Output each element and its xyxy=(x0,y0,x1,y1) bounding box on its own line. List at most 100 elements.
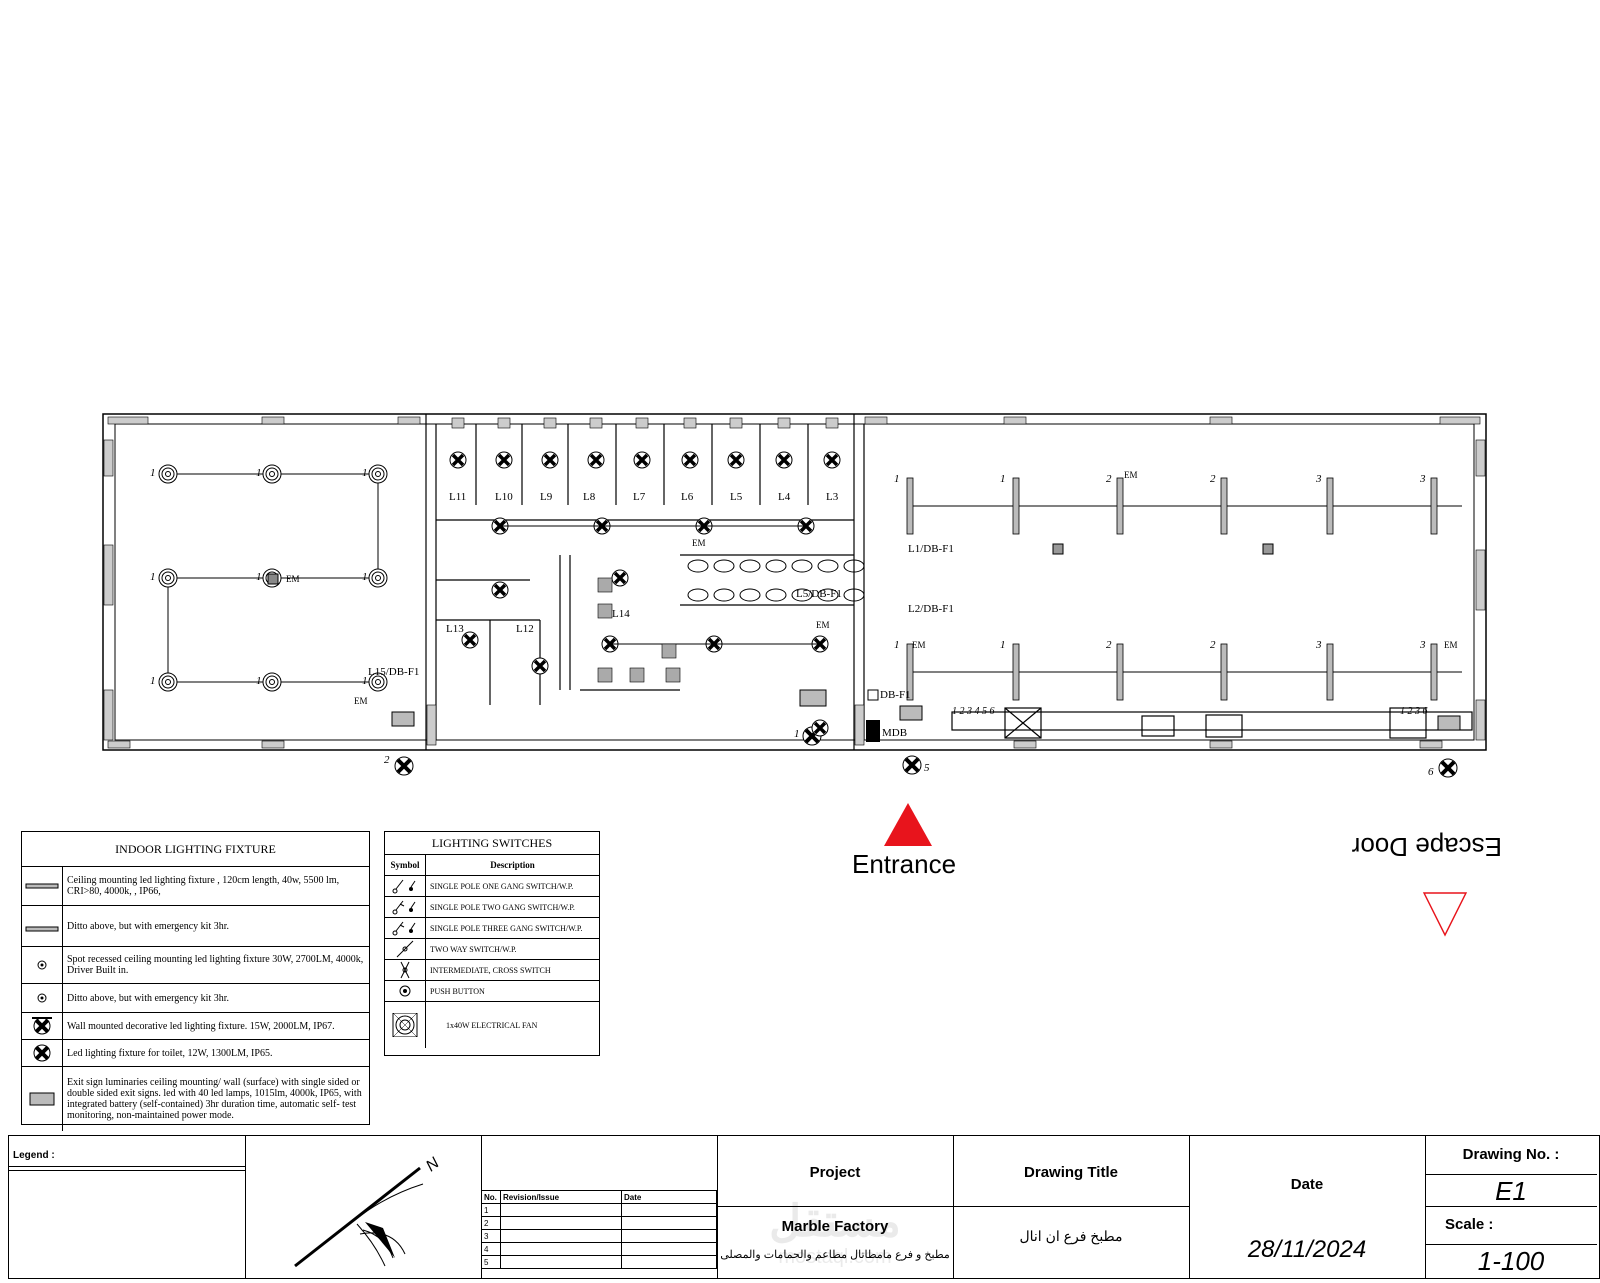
wall-decorative-icon xyxy=(32,1017,52,1035)
switch-legend-symbol xyxy=(385,876,426,896)
circuit-label-l15: L15/DB-F1 xyxy=(368,666,419,678)
em-mark-corridor: EM xyxy=(692,538,706,548)
indoor-legend-text: Wall mounted decorative led lighting fix… xyxy=(67,1020,335,1032)
drawing-no-label: Drawing No. : xyxy=(1462,1146,1560,1163)
escape-door-label: Escape Door xyxy=(1351,832,1502,862)
rev-col-no: No. xyxy=(481,1190,501,1204)
push-button-icon xyxy=(399,985,411,997)
toilet-fixture-icon xyxy=(611,569,629,587)
revision-number: 1 xyxy=(481,1203,501,1217)
drawing-title-cell: Drawing Title مطبخ فرع ان انال xyxy=(953,1136,1190,1278)
switch-legend-symbol xyxy=(385,939,426,959)
lighting-switches-legend: LIGHTING SWITCHES Symbol Description SIN… xyxy=(384,831,600,1056)
date-label: Date xyxy=(1290,1176,1324,1193)
kitchen-switch-label-2: 1 2 3 6 xyxy=(1400,706,1428,717)
revision-row: 2 xyxy=(481,1216,717,1230)
fixture-number-top-6: 3 xyxy=(1419,473,1426,485)
legend-label: Legend : xyxy=(13,1150,55,1161)
spot-fixture-icon xyxy=(158,464,178,484)
switches-col-symbol: Symbol xyxy=(385,855,426,875)
mdb-panel-icon xyxy=(866,720,880,742)
fixture-number-top-4: 2 xyxy=(1210,473,1216,485)
indoor-legend-row: Spot recessed ceiling mounting led light… xyxy=(22,947,369,984)
left-fixture-number-8: 1 xyxy=(256,675,262,687)
fixture-number-bottom-2: 1 xyxy=(1000,639,1006,651)
fixture-number-bottom-1: 1 xyxy=(894,639,900,651)
fixture-number-top-2: 1 xyxy=(1000,473,1006,485)
revision-row: 5 xyxy=(481,1255,717,1269)
north-label: N xyxy=(423,1154,443,1175)
indoor-legend-text: Ditto above, but with emergency kit 3hr. xyxy=(67,992,230,1004)
project-subtitle: مطبخ و فرع مامطاتال مطاعم والحمامات والم… xyxy=(720,1249,950,1261)
floor-plan: L1/DB-F1 L2/DB-F1 L15/DB-F1 L5/DB-F1 DB-… xyxy=(102,413,1502,937)
intermediate-switch-icon xyxy=(400,961,410,979)
exit-sign-icon xyxy=(1437,715,1461,731)
spot-fixture-icon xyxy=(262,464,282,484)
room-label-l14: L14 xyxy=(612,608,630,620)
switch-number-2: 2 xyxy=(384,754,390,766)
em-mark-bottom-left: EM xyxy=(912,640,926,650)
toilet-fixture-icon xyxy=(495,451,513,469)
walls xyxy=(102,413,1487,751)
switch-legend-symbol xyxy=(385,960,426,980)
room-label-l4: L4 xyxy=(778,491,791,503)
indoor-legend-text: Led lighting fixture for toilet, 12W, 13… xyxy=(67,1047,273,1059)
switches-legend-title: LIGHTING SWITCHES xyxy=(385,832,599,855)
fan-icon xyxy=(1262,543,1274,555)
exit-sign-icon xyxy=(391,711,415,727)
linear-led-icon xyxy=(25,883,59,889)
indoor-legend-row: Ditto above, but with emergency kit 3hr. xyxy=(22,906,369,947)
linear-led-fixture-icon xyxy=(1116,643,1124,701)
scale-label: Scale : xyxy=(1445,1216,1494,1233)
switch-legend-symbol xyxy=(385,918,426,938)
switch-legend-symbol xyxy=(385,981,426,1001)
linear-led-fixture-icon xyxy=(906,643,914,701)
linear-led-fixture-icon xyxy=(1430,477,1438,535)
exit-sign-icon xyxy=(799,689,827,707)
switch-legend-text: SINGLE POLE TWO GANG SWITCH/W.P. xyxy=(430,902,575,912)
revision-row: 4 xyxy=(481,1242,717,1256)
left-fixture-number-2: 1 xyxy=(256,467,262,479)
toilet-fixture-icon xyxy=(823,451,841,469)
revision-number: 3 xyxy=(481,1229,501,1243)
wall-fixture-icon xyxy=(1438,758,1458,778)
spot-fixture-icon xyxy=(368,464,388,484)
indoor-legend-row: Ditto above, but with emergency kit 3hr. xyxy=(22,984,369,1013)
toilet-fixture-icon xyxy=(449,451,467,469)
revision-row: 3 xyxy=(481,1229,717,1243)
spot-recessed-em-icon xyxy=(37,993,47,1003)
toilet-fixture-icon xyxy=(727,451,745,469)
fixture-number-bottom-5: 3 xyxy=(1315,639,1322,651)
indoor-legend-row: Exit sign luminaries ceiling mounting/ w… xyxy=(22,1067,369,1131)
indoor-legend-title: INDOOR LIGHTING FIXTURE xyxy=(22,832,369,867)
linear-led-em-icon xyxy=(25,926,59,932)
em-mark-left: EM xyxy=(286,574,300,584)
spot-fixture-icon xyxy=(368,672,388,692)
switch-legend-row: SINGLE POLE THREE GANG SWITCH/W.P. xyxy=(385,918,599,939)
left-fixture-number-4: 1 xyxy=(150,571,156,583)
switch-legend-text: 1x40W ELECTRICAL FAN xyxy=(446,1020,538,1030)
linear-led-fixture-icon xyxy=(1012,643,1020,701)
date-value: 28/11/2024 xyxy=(1247,1236,1367,1263)
two-gang-switch-icon xyxy=(392,900,416,915)
switch-legend-text: PUSH BUTTON xyxy=(430,986,485,996)
indoor-legend-symbol xyxy=(22,867,63,905)
drawing-number-cell: Drawing No. : E1 Scale : 1-100 xyxy=(1425,1136,1597,1278)
linear-led-fixture-icon xyxy=(1116,477,1124,535)
entrance-arrow-icon xyxy=(884,803,932,846)
switch-legend-row: 1x40W ELECTRICAL FAN xyxy=(385,1002,599,1048)
switch-number-5: 5 xyxy=(924,762,930,774)
em-spot-fixture-icon xyxy=(267,573,279,585)
switch-legend-row: INTERMEDIATE, CROSS SWITCH xyxy=(385,960,599,981)
windows xyxy=(103,416,1486,749)
fixture-number-top-5: 3 xyxy=(1315,473,1322,485)
revision-number: 5 xyxy=(481,1255,501,1269)
fixture-number-bottom-3: 2 xyxy=(1106,639,1112,651)
project-name: Marble Factory xyxy=(781,1218,889,1235)
scale-value: 1-100 xyxy=(1477,1246,1545,1276)
indoor-legend-symbol xyxy=(22,1067,63,1131)
switch-legend-row: SINGLE POLE ONE GANG SWITCH/W.P. xyxy=(385,876,599,897)
